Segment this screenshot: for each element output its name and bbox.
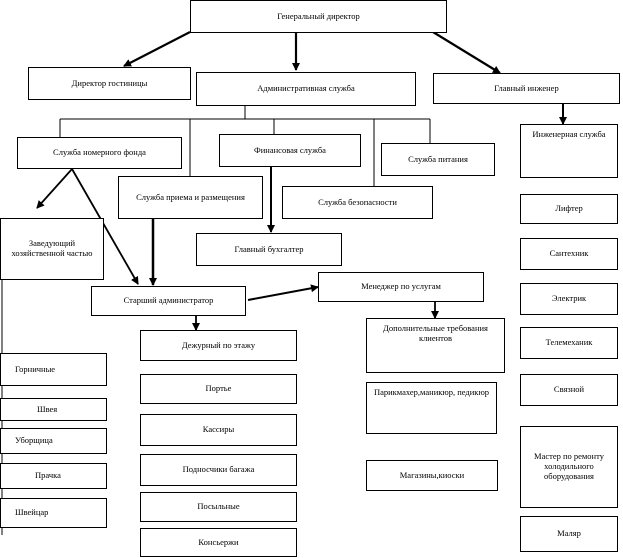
messengers-box: Посыльные xyxy=(140,492,297,522)
general-director-box: Генеральный директор xyxy=(190,0,447,33)
cashiers-box: Кассиры xyxy=(140,414,297,446)
seamstress-box: Швея xyxy=(0,398,107,421)
arrow-director-to-chief-engineer xyxy=(432,31,501,74)
doorman-box: Швейцар xyxy=(0,498,107,528)
hairdresser-box: Парикмахер,маникюр, педикюр xyxy=(366,382,497,434)
cleaner-box: Уборщица xyxy=(0,428,107,454)
signalman-box: Связной xyxy=(520,374,618,406)
engineering-service-box: Инженерная служба xyxy=(520,124,618,178)
lift-operator-box: Лифтер xyxy=(520,194,618,224)
catering-box: Служба питания xyxy=(381,143,495,176)
porter-box: Портье xyxy=(140,374,297,404)
arrow-room-fund-to-senior-admin xyxy=(71,168,139,285)
security-box: Служба безопасности xyxy=(282,186,433,219)
room-fund-box: Служба номерного фонда xyxy=(17,137,182,169)
reception-box: Служба приема и размещения xyxy=(118,176,263,219)
chief-accountant-box: Главный бухгалтер xyxy=(196,233,342,266)
floor-duty-box: Дежурный по этажу xyxy=(140,330,297,361)
concierge-box: Консьержи xyxy=(140,528,297,557)
arrow-director-to-hotel-director xyxy=(123,31,191,67)
extra-requests-box: Дополнительные требования клиентов xyxy=(366,318,505,373)
services-manager-box: Менеджер по услугам xyxy=(318,272,484,302)
shops-box: Магазины,киоски xyxy=(366,460,498,491)
arrow-senior-admin-to-services-manager xyxy=(247,284,319,301)
admin-service-box: Административная служба xyxy=(196,72,416,106)
telemechanic-box: Телемеханик xyxy=(520,327,618,359)
maids-box: Горничные xyxy=(0,353,107,386)
arrow-room-fund-to-housekeeping xyxy=(36,168,73,209)
plumber-box: Сантехник xyxy=(520,238,618,270)
housekeeping-head-box: Заведующий хозяйственной частью xyxy=(0,218,104,280)
painter-box: Маляр xyxy=(520,516,618,552)
senior-admin-box: Старший администратор xyxy=(91,286,246,316)
laundress-box: Прачка xyxy=(0,463,107,489)
electrician-box: Электрик xyxy=(520,283,618,315)
finance-box: Финансовая служба xyxy=(219,134,361,167)
fridge-repair-box: Мастер по ремонту холодильного оборудова… xyxy=(520,426,618,508)
bellboys-box: Подносчики багажа xyxy=(140,454,297,486)
chief-engineer-box: Главный инженер xyxy=(433,73,620,104)
hotel-director-box: Директор гостиницы xyxy=(28,67,191,100)
